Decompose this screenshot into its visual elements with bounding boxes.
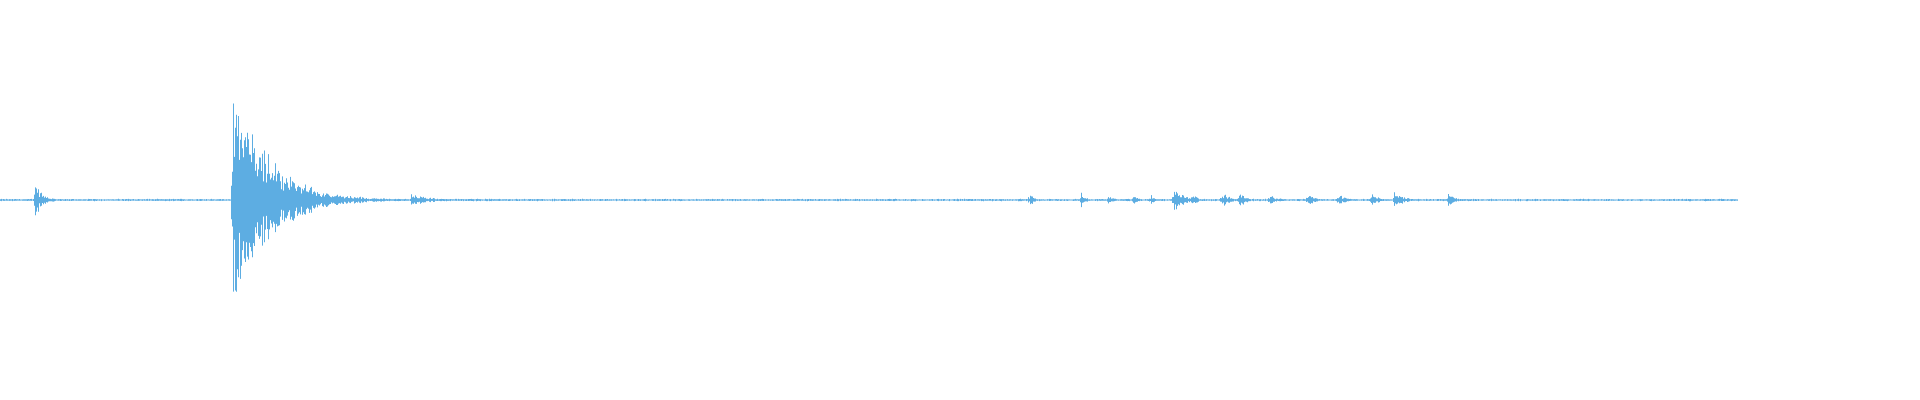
waveform-bars xyxy=(0,103,1738,292)
